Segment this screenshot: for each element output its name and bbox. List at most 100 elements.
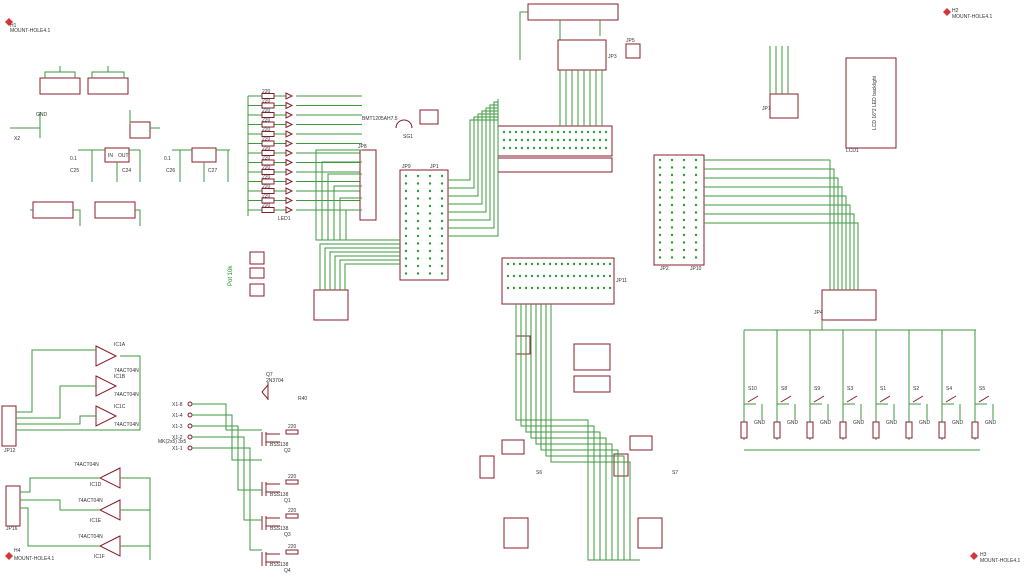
regulator-2: 0.1 C26 C27 [164,147,230,182]
pin-pad [562,130,566,134]
pin-pad [440,189,444,193]
led-diode [285,92,294,100]
svg-text:JP10: JP10 [690,266,702,272]
connector-jp12-left: JP12 [1,349,141,454]
pin-pad [508,138,512,142]
led-diode [285,101,294,110]
pin-pad [682,211,686,214]
switch-label: S10 [748,386,757,392]
pin-pad [670,233,674,237]
transistor-q7: Q7 2N3704 R40 [261,372,307,402]
pin-pad [440,227,444,230]
switch-resistor [872,421,880,439]
bus-wire [704,204,851,290]
connector-jp7: JP7 [762,46,799,119]
connector-mid-jp [313,289,349,321]
led-resistor-array: 220220220220220220220220220220220220220 … [247,89,362,222]
pin-pad [590,286,594,290]
pin-pad [554,262,558,266]
pin-pad [538,130,542,134]
led-diode [285,139,294,148]
connector-jp3: JP3 [557,39,617,71]
pin-pad [428,264,432,268]
pin-pad [682,241,686,244]
led-diode [285,149,294,157]
svg-text:JP16: JP16 [6,526,18,532]
pin-pad [404,204,408,208]
pin-pad [526,146,530,150]
pin-pad [550,146,554,150]
pin-pad [590,274,594,278]
pin-pad [572,286,576,290]
pin-pad [658,173,662,177]
connector-jp2-jp10: JP2 JP10 [653,154,705,272]
mount-hole-h1: H1 MOUNT-HOLE4.1 [5,18,51,34]
pin-pad [404,242,408,245]
inverter-ic1a: IC1A 74ACT04N [95,342,139,374]
bus-wire [448,107,498,213]
input-terminal [187,401,193,407]
pin-pad [526,138,530,142]
pin-pad [416,174,420,178]
pin-pad [428,212,432,215]
svg-text:IC1E: IC1E [90,518,102,524]
pin-pad [530,262,534,266]
pin-pad [404,189,408,193]
pin-pad [694,188,698,192]
pin-pad [578,262,582,266]
pin-pad [670,188,674,192]
x1-inputs: X1-8X1-4X1-3X1-2X1-1 [172,401,262,551]
switch-contact [978,395,990,403]
pin-pad [592,138,596,142]
pin-pad [518,262,522,266]
pin-pad [544,138,548,142]
switch-resistor [740,421,748,439]
pin-pad [658,226,662,229]
svg-text:Pot 10k: Pot 10k [228,265,234,286]
switch-wire [941,330,961,440]
pin-pad [514,138,518,142]
pin-pad [682,158,686,162]
pin-pad [670,196,674,199]
pin-pad [428,174,432,178]
pin-pad [556,146,560,150]
pin-pad [502,146,506,150]
bus-wire [344,263,400,290]
pin-pad [562,138,566,142]
mosfet-ref: Q2 [284,448,291,454]
pin-pad [404,212,408,215]
mosfet-part: BSS138 [270,492,289,498]
pin-pad [518,274,522,278]
pin-pad [602,286,606,290]
pin-pad [584,286,588,290]
resistor-value: 220 [262,194,271,200]
svg-text:IC1B: IC1B [114,374,126,380]
mosfet-part: BSS138 [270,526,289,532]
input-label: X1-3 [172,424,183,430]
lcd-module: LCD1 LCD 16*2 LED backlight [845,57,897,154]
pin-pad [416,264,420,268]
led-diode [285,187,294,195]
mount-hole-h3: H3 MOUNT-HOLE4.1 [970,552,1021,564]
switch-contact [879,395,891,403]
pin-pad [554,286,558,290]
pin-pad [532,130,536,134]
switch-contact [780,395,792,403]
pin-pad [520,138,524,142]
pin-pad [416,182,420,185]
svg-text:SG1: SG1 [403,134,413,140]
svg-text:Q7: Q7 [266,372,273,378]
pin-pad [416,234,420,238]
resistor [261,159,275,166]
pin-pad [560,262,564,266]
pin-pad [416,219,420,223]
pin-pad [694,158,698,162]
led-diode [285,130,294,138]
pin-pad [550,138,554,142]
pin-pad [682,203,686,207]
resistor-value: 220 [288,508,297,514]
pin-pad [670,173,674,177]
pin-pad [658,233,662,237]
pin-pad [556,130,560,134]
pin-pad [682,233,686,237]
